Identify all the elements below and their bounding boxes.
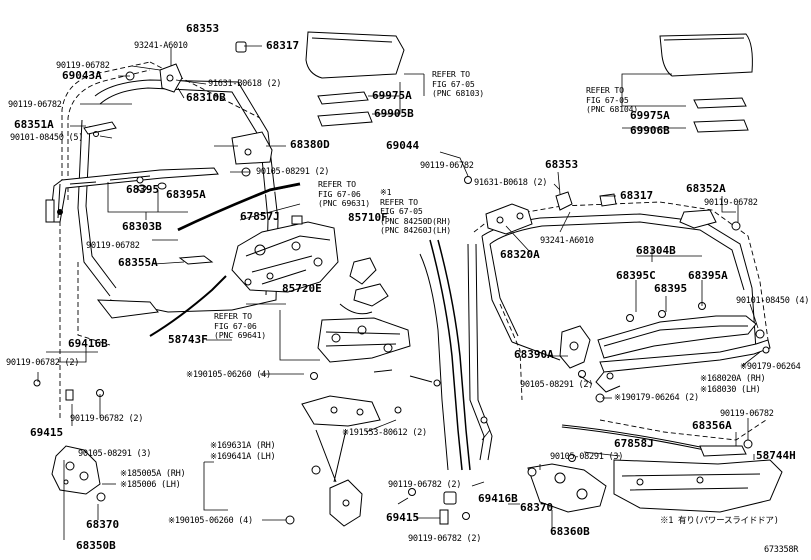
part-68395a-left[interactable]: 68395A xyxy=(166,188,206,201)
leader-lines xyxy=(37,45,761,540)
part-68353-right[interactable]: 68353 xyxy=(545,158,579,171)
footnote: ※1 有り(パワースライドドア) xyxy=(660,516,779,526)
part-90119-g[interactable]: 90119-06782 xyxy=(704,198,758,208)
part-68380d[interactable]: 68380D xyxy=(290,138,330,151)
part-90101-left[interactable]: 90101-08450 (5) xyxy=(10,133,84,143)
part-68317-right[interactable]: 68317 xyxy=(620,189,654,202)
part-90119-a[interactable]: 90119-06782 xyxy=(56,61,110,71)
part-69416b-right[interactable]: 69416B xyxy=(478,492,518,505)
part-68355a[interactable]: 68355A xyxy=(118,256,158,269)
part-68353-left[interactable]: 68353 xyxy=(186,22,220,35)
part-69905b[interactable]: 69905B xyxy=(374,107,414,120)
part-68360b[interactable]: 68360B xyxy=(550,525,590,538)
part-91631-right[interactable]: 91631-B0618 (2) xyxy=(474,178,548,188)
part-90119-c[interactable]: 90119-06782 xyxy=(86,241,140,251)
part-67858j[interactable]: 67858J xyxy=(614,437,654,450)
part-58743f[interactable]: 58743F xyxy=(168,333,208,346)
part-90119-b[interactable]: 90119-06782 xyxy=(8,100,62,110)
part-69416b-left[interactable]: 69416B xyxy=(68,337,108,350)
part-68370-left[interactable]: 68370 xyxy=(86,518,120,531)
left-lower-hinge xyxy=(33,379,106,502)
part-185005a[interactable]: ※185005A (RH) xyxy=(120,469,186,479)
part-90105-d[interactable]: 90105-08291 (3) xyxy=(550,452,624,462)
part-69415-right[interactable]: 69415 xyxy=(386,511,420,524)
part-68352a[interactable]: 68352A xyxy=(686,182,726,195)
right-roller xyxy=(559,325,591,378)
part-90105-c[interactable]: 90105-08291 (2) xyxy=(520,380,594,390)
part-191553[interactable]: ※191553-80612 (2) xyxy=(342,428,427,438)
right-upper-parts xyxy=(464,176,741,235)
part-68317-left[interactable]: 68317 xyxy=(266,39,300,52)
part-90119-j[interactable]: 90119-06782 (2) xyxy=(408,534,482,544)
part-69043a[interactable]: 69043A xyxy=(62,69,102,82)
part-90119-h[interactable]: 90119-06782 xyxy=(720,409,774,419)
part-90119-f[interactable]: 90119-06782 xyxy=(420,161,474,171)
left-door-parts xyxy=(83,41,301,337)
part-68350b[interactable]: 68350B xyxy=(76,539,116,552)
part-85710f[interactable]: 85710F xyxy=(348,211,388,224)
part-90119-i[interactable]: 90119-06782 (2) xyxy=(388,480,462,490)
part-169631a[interactable]: ※169631A (RH) xyxy=(210,441,276,451)
part-68351a[interactable]: 68351A xyxy=(14,118,54,131)
part-58744h[interactable]: 58744H xyxy=(756,449,796,462)
part-69975a-left[interactable]: 69975A xyxy=(372,89,412,102)
left-door-panel xyxy=(77,79,279,313)
part-91631-left[interactable]: 91631-B0618 (2) xyxy=(208,79,282,89)
part-68304b[interactable]: 68304B xyxy=(636,244,676,257)
part-67857j[interactable]: 67857J xyxy=(240,210,280,223)
right-rail xyxy=(595,302,771,403)
right-door-panel xyxy=(481,213,757,361)
part-69044[interactable]: 69044 xyxy=(386,139,420,152)
part-68395a-right[interactable]: 68395A xyxy=(688,269,728,282)
part-168020a[interactable]: ※168020A (RH) xyxy=(700,374,766,384)
part-90105-b[interactable]: 90105-08291 (3) xyxy=(78,449,152,459)
part-190105-a[interactable]: ※190105-06260 (4) xyxy=(186,370,271,380)
drawing-number: 673358R xyxy=(764,545,799,555)
part-68395c[interactable]: 68395C xyxy=(616,269,656,282)
part-68310b[interactable]: 68310B xyxy=(186,91,226,104)
part-69906b[interactable]: 69906B xyxy=(630,124,670,137)
part-168030[interactable]: ※168030 (LH) xyxy=(700,385,761,395)
part-68395-left[interactable]: 68395 xyxy=(126,183,160,196)
center-channels xyxy=(419,239,493,471)
part-93241-left[interactable]: 93241-A6010 xyxy=(134,41,188,51)
part-90105-a[interactable]: 90105-08291 (2) xyxy=(256,167,330,177)
part-90119-e[interactable]: 90119-06782 (2) xyxy=(70,414,144,424)
part-69415-left[interactable]: 69415 xyxy=(30,426,64,439)
part-90179-b[interactable]: ※190179-06264 (2) xyxy=(614,393,699,403)
part-69975a-right[interactable]: 69975A xyxy=(630,109,670,122)
part-90179-a[interactable]: ※90179-06264 xyxy=(740,362,801,372)
part-68303b[interactable]: 68303B xyxy=(122,220,162,233)
part-68395-right[interactable]: 68395 xyxy=(654,282,688,295)
glass-panels xyxy=(305,31,753,133)
part-90101-right[interactable]: 90101-08450 (4) xyxy=(736,296,810,306)
part-68320a[interactable]: 68320A xyxy=(500,248,540,261)
part-68370-right[interactable]: 68370 xyxy=(520,501,554,514)
part-190105-b[interactable]: ※190105-06260 (4) xyxy=(168,516,253,526)
left-upper-rail xyxy=(45,167,219,223)
part-68356a[interactable]: 68356A xyxy=(692,419,732,432)
lower-right-parts xyxy=(408,424,783,525)
part-93241-right[interactable]: 93241-A6010 xyxy=(540,236,594,246)
part-68390a[interactable]: 68390A xyxy=(514,348,554,361)
part-185006[interactable]: ※185006 (LH) xyxy=(120,480,181,490)
part-169641a[interactable]: ※169641A (LH) xyxy=(210,452,276,462)
part-85720e[interactable]: 85720E xyxy=(282,282,322,295)
center-regulator xyxy=(231,215,441,527)
part-90119-d[interactable]: 90119-06782 (2) xyxy=(6,358,80,368)
